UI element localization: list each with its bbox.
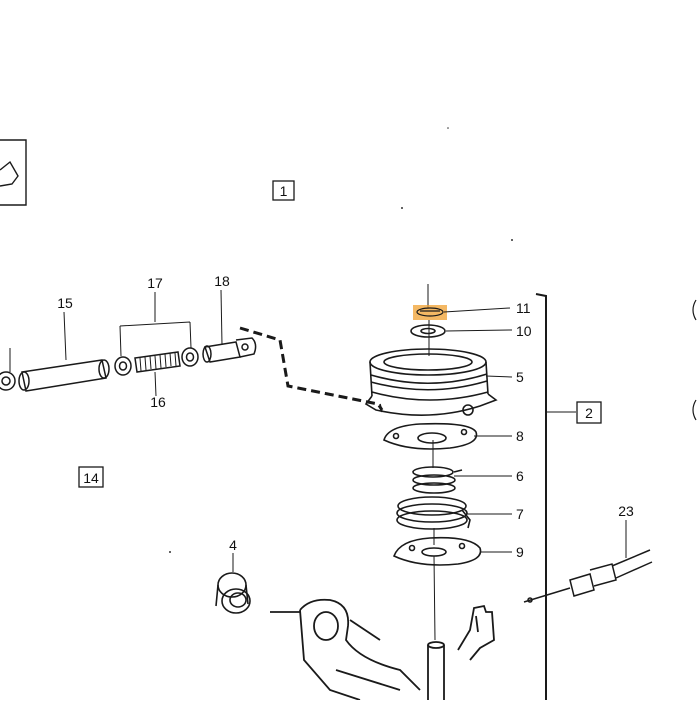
- partial-part-top-left: [0, 139, 27, 206]
- part-23-cable: [523, 549, 653, 603]
- linkage-rod-assembly: [0, 337, 257, 392]
- part-7-spring: [396, 496, 471, 530]
- callout-label-23: 23: [618, 503, 634, 519]
- scan-speckles: [169, 127, 513, 553]
- callout-label-5: 5: [516, 369, 524, 385]
- callout-label-10: 10: [516, 323, 532, 339]
- highlight-part-11: [413, 305, 447, 320]
- part-8-plate: [383, 422, 478, 450]
- callout-label-15: 15: [57, 295, 73, 311]
- callout-label-2: 2: [585, 405, 593, 421]
- callout-label-14: 14: [83, 470, 99, 486]
- callout-label-17: 17: [147, 275, 163, 291]
- callout-box-2: 2: [576, 401, 602, 424]
- callout-label-1: 1: [280, 183, 288, 199]
- part-10-washer: [410, 324, 446, 338]
- leader-lines-right: [443, 307, 513, 553]
- callout-label-6: 6: [516, 468, 524, 484]
- edge-fragment-bottom: [692, 399, 697, 421]
- callout-label-8: 8: [516, 428, 524, 444]
- callout-label-9: 9: [516, 544, 524, 560]
- assembly-axis-line: [427, 284, 436, 641]
- pedal-shaft-bracket: [427, 604, 495, 700]
- leader-lines-left: [9, 289, 223, 397]
- callout-label-18: 18: [214, 273, 230, 289]
- dashed-connection-line: [239, 326, 384, 411]
- part-11-clip: [416, 307, 444, 317]
- edge-fragment-top: [692, 299, 697, 321]
- group-bracket-2: [535, 293, 547, 700]
- part-4-bushing: [215, 572, 251, 614]
- callout-label-16: 16: [150, 394, 166, 410]
- part-6-spring: [412, 466, 463, 494]
- callout-label-7: 7: [516, 506, 524, 522]
- callout-box-14: 14: [78, 466, 104, 488]
- part-5-housing: [364, 348, 498, 416]
- callout-label-11: 11: [516, 300, 531, 316]
- callout-label-4: 4: [229, 537, 237, 553]
- part-9-base-plate: [392, 536, 482, 566]
- callout-box-1: 1: [272, 180, 295, 201]
- pedal-arm: [270, 598, 421, 701]
